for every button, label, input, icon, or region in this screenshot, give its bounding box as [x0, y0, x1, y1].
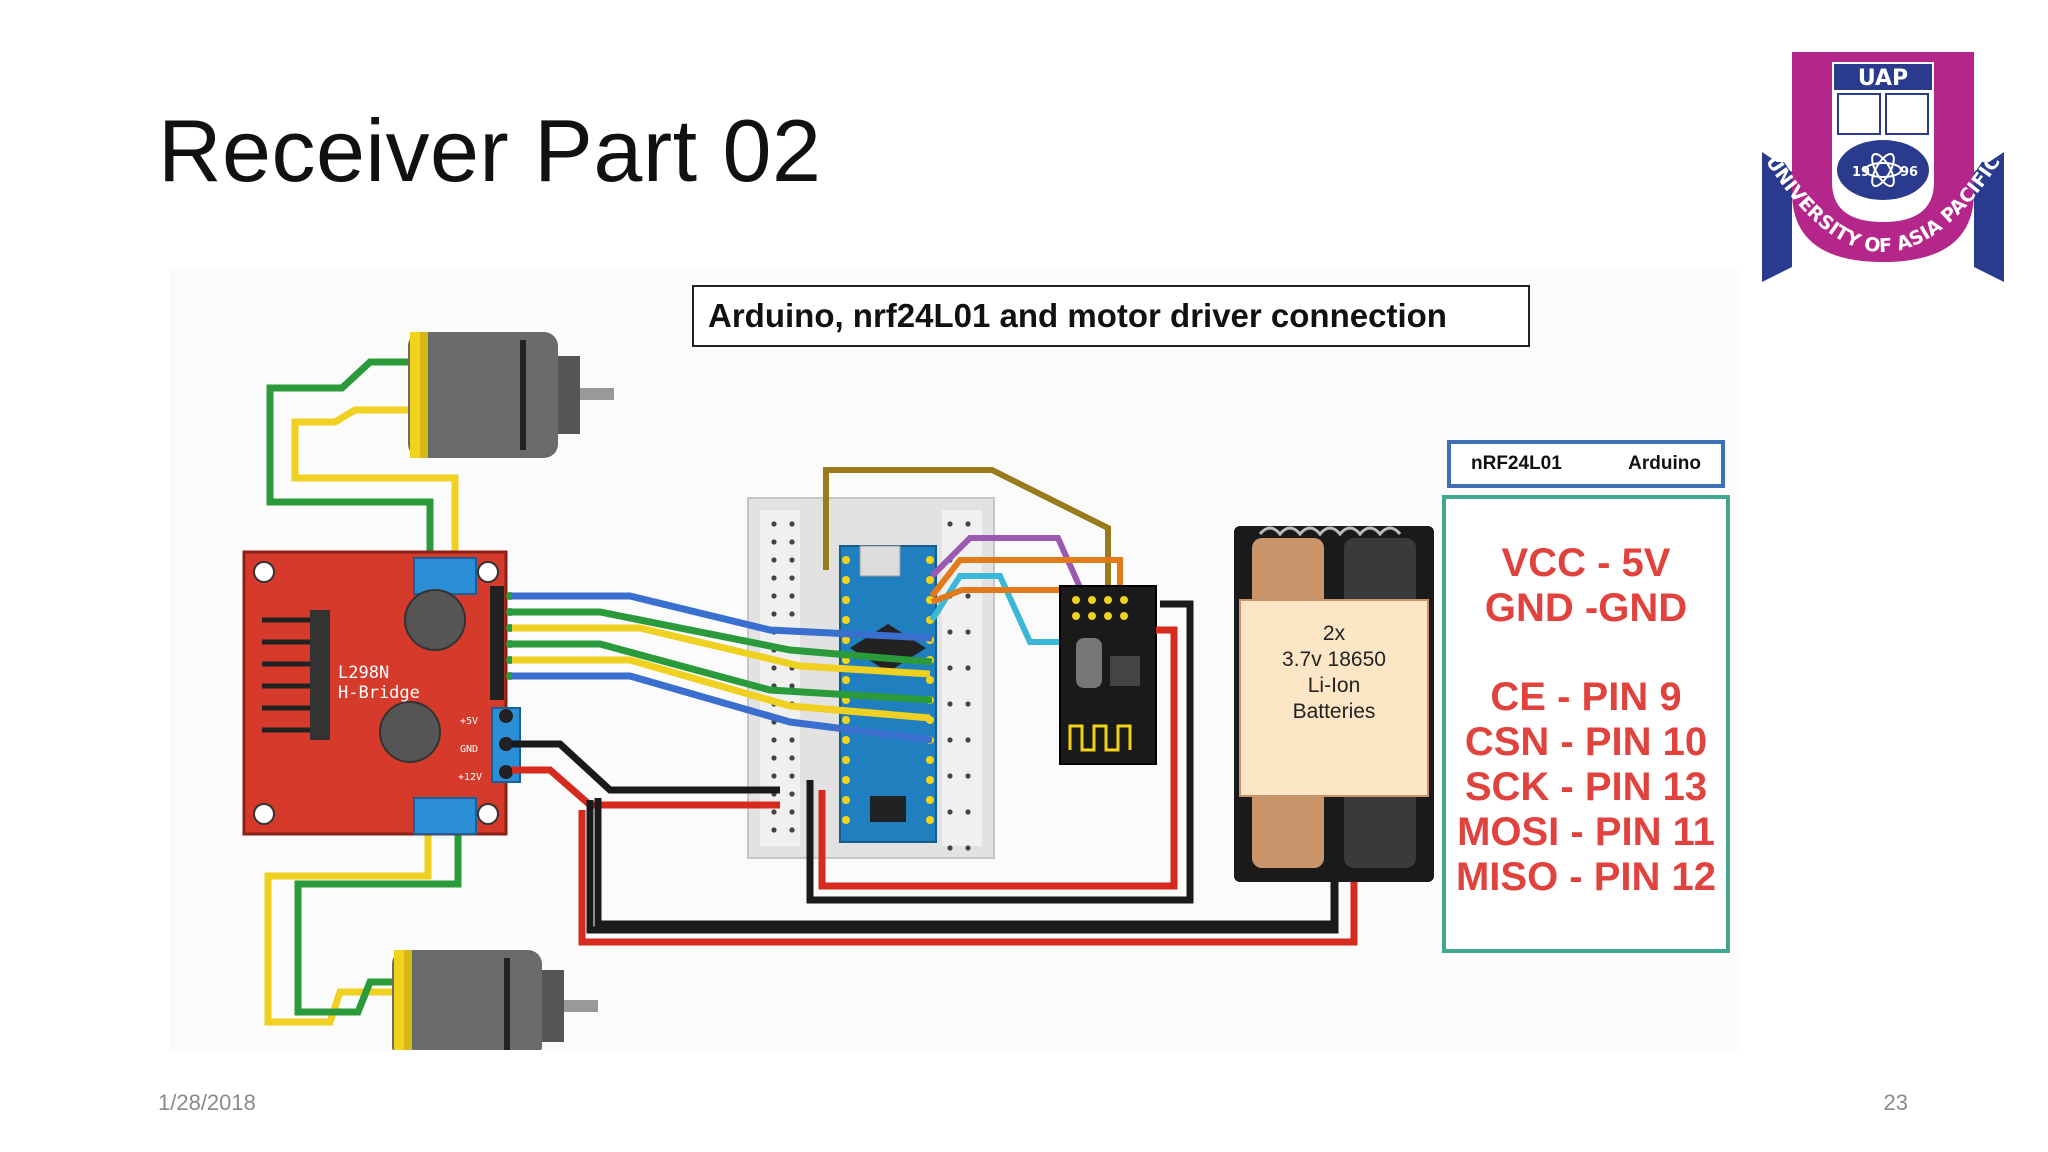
- logo-abbr: UAP: [1858, 66, 1908, 91]
- diagram-caption: Arduino, nrf24L01 and motor driver conne…: [692, 285, 1530, 347]
- battery-holder: 2x 3.7v 18650 Li-Ion Batteries: [1234, 526, 1434, 882]
- pin-mapping-table: VCC - 5V GND -GND CE - PIN 9 CSN - PIN 1…: [1442, 495, 1730, 953]
- pin-row-gnd: GND -GND: [1484, 586, 1688, 630]
- battery-label-chem: Li-Ion: [1308, 674, 1361, 697]
- driver-pin-5v: +5V: [460, 716, 478, 727]
- pin-row-vcc: VCC - 5V: [1501, 541, 1671, 585]
- pin-row-miso: MISO - PIN 12: [1455, 855, 1717, 899]
- driver-label-type: H-Bridge: [338, 683, 420, 703]
- driver-pin-12v: +12V: [458, 772, 482, 783]
- pin-row-csn: CSN - PIN 10: [1464, 720, 1708, 764]
- pin-table-header: nRF24L01 Arduino: [1447, 440, 1725, 488]
- battery-label-spec: 3.7v 18650: [1282, 648, 1386, 671]
- slide-title: Receiver Part 02: [158, 101, 822, 200]
- logo-year-left: 19: [1852, 165, 1870, 180]
- pin-header-nrf: nRF24L01: [1471, 453, 1562, 474]
- battery-label-count: 2x: [1323, 622, 1346, 645]
- pin-row-mosi: MOSI - PIN 11: [1457, 810, 1715, 854]
- top-motor: [408, 332, 614, 458]
- pin-row-ce: CE - PIN 9: [1490, 675, 1682, 719]
- pin-row-sck: SCK - PIN 13: [1464, 765, 1708, 809]
- pin-header-arduino: Arduino: [1628, 453, 1701, 474]
- battery-label-type: Batteries: [1293, 700, 1376, 723]
- driver-label-model: L298N: [338, 663, 389, 683]
- l298n-driver-board: L298N H-Bridge +5V GND +12V: [242, 550, 521, 836]
- driver-pin-gnd: GND: [460, 744, 478, 755]
- logo-year-right: 96: [1900, 165, 1918, 180]
- university-logo: UAP 19 96 UNIVERSITY OF ASIA PACIFIC: [1761, 52, 2005, 282]
- nrf24l01-module: [1059, 585, 1157, 765]
- slide-page-number: 23: [1883, 1090, 1908, 1115]
- bottom-motor: [392, 950, 598, 1060]
- slide-date: 1/28/2018: [158, 1090, 256, 1115]
